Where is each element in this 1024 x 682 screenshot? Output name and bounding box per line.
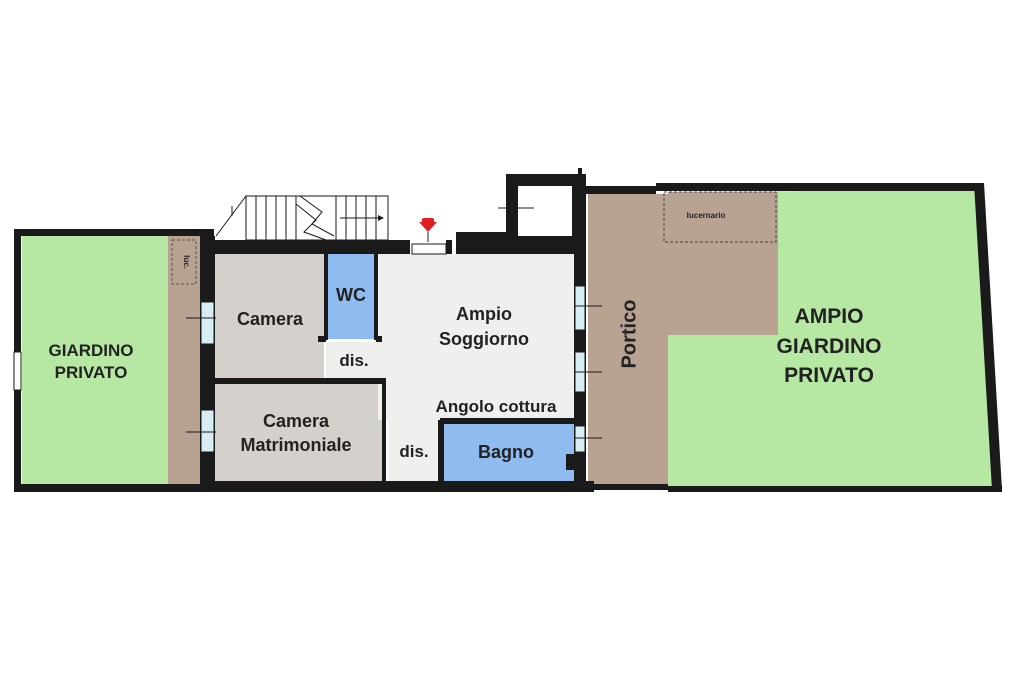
windows <box>13 243 602 453</box>
right-garden-label-line1: AMPIO <box>795 305 864 328</box>
left-garden <box>22 236 168 484</box>
stair-core-area <box>512 186 576 236</box>
staircase <box>215 192 534 241</box>
camera-room <box>215 254 324 378</box>
right-terrace <box>668 192 778 335</box>
dis-lower-label: dis. <box>399 442 428 461</box>
left-lucernario-box <box>171 239 197 285</box>
left-garden-label-line1: GIARDINO <box>49 341 134 360</box>
angolo-cottura-label: Angolo cottura <box>436 397 557 416</box>
lucernario-small-label: luc. <box>182 255 191 269</box>
camera-label: Camera <box>237 309 304 329</box>
bagno-room <box>444 424 574 481</box>
soggiorno-room <box>378 254 574 420</box>
right-garden-label-line2: GIARDINO <box>777 335 882 358</box>
soggiorno-label-line2: Soggiorno <box>439 329 529 349</box>
camera-matrimoniale-label-line2: Matrimoniale <box>240 435 351 455</box>
portico-label: Portico <box>618 300 640 369</box>
camera-matrimoniale-label-line1: Camera <box>263 411 330 431</box>
lucernario-label: lucernario <box>687 211 726 220</box>
wc-room <box>328 254 374 339</box>
dis-upper-area <box>326 342 382 378</box>
camera-matrimoniale-room <box>215 384 382 481</box>
dis-upper-label: dis. <box>339 351 368 370</box>
entrance-marker-icon <box>419 218 437 242</box>
lucernario-box <box>663 191 777 243</box>
dis-lower-area <box>388 420 440 481</box>
right-garden-label-line3: PRIVATO <box>784 364 874 387</box>
wc-label: WC <box>336 285 366 305</box>
left-garden-label-line2: PRIVATO <box>55 363 128 382</box>
soggiorno-label-line1: Ampio <box>456 304 512 324</box>
bagno-label: Bagno <box>478 442 534 462</box>
